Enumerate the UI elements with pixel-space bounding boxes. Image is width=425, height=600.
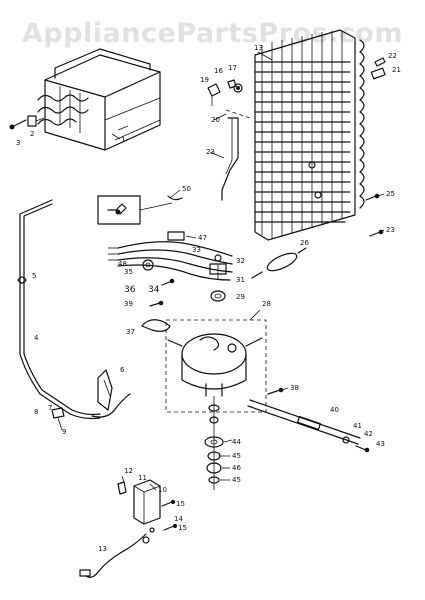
condenser-coil: [254, 29, 365, 241]
terminal-31-32-33: [209, 254, 227, 280]
clip-22: [374, 57, 386, 67]
callout-25: 25: [386, 190, 395, 198]
callout-48: 48: [118, 260, 127, 268]
mounting-bracket-23: [221, 117, 239, 201]
screw-39: [149, 300, 164, 307]
callout-14: 14: [174, 515, 183, 523]
clip-21: [370, 67, 386, 80]
clip-7-8-9: [51, 407, 65, 431]
callout-50: 50: [182, 185, 191, 193]
screw-25-upper: [365, 193, 380, 201]
callout-20: 20: [211, 116, 220, 124]
callout-40: 40: [330, 406, 339, 414]
bracket-6: [97, 369, 113, 411]
callout-36: 36: [124, 285, 136, 295]
callout-15-lower: 15: [178, 524, 187, 532]
callout-13-coil: 13: [254, 44, 263, 52]
overload-relay-10: [133, 479, 161, 525]
leader-lines: [111, 51, 385, 491]
clip-37: [141, 319, 171, 332]
grommet-16-17: [227, 79, 243, 93]
callout-5: 5: [32, 272, 36, 280]
callout-8: 8: [34, 408, 38, 416]
callout-21: 21: [392, 66, 401, 74]
evaporator-box: [37, 48, 161, 151]
callout-13-cord: 13: [98, 545, 107, 553]
screw-34-36: [161, 278, 175, 286]
callout-28: 28: [262, 300, 271, 308]
callout-4: 4: [34, 334, 39, 342]
callout-32: 32: [236, 257, 245, 265]
callout-17: 17: [228, 64, 237, 72]
callout-15-upper: 15: [176, 500, 185, 508]
callout-16: 16: [214, 67, 223, 75]
callout-38: 38: [290, 384, 299, 392]
filter-drier-26: [251, 247, 307, 279]
callout-45-upper: 45: [232, 452, 241, 460]
callout-6: 6: [120, 366, 125, 374]
bracket-2: [27, 115, 45, 127]
callout-31: 31: [236, 276, 245, 284]
watermark-text: AppliancePartsPros.com: [21, 18, 404, 49]
callout-9: 9: [62, 428, 66, 436]
callout-43: 43: [376, 440, 385, 448]
callout-42: 42: [364, 430, 373, 438]
grommet-35: [142, 259, 154, 271]
callout-45-lower: 45: [232, 476, 241, 484]
callout-7: 7: [48, 404, 52, 412]
callout-2: 2: [30, 130, 34, 138]
callout-22: 22: [388, 52, 397, 60]
callout-3: 3: [16, 139, 20, 147]
callout-47: 47: [198, 234, 207, 242]
power-cord-13: [79, 527, 155, 578]
grommet-29: [210, 290, 226, 302]
screw-3: [9, 119, 27, 130]
clamp-19: [207, 83, 221, 106]
callout-labels: 1 2 3 4 5 6 7 8 9 10 11 12 13 13 14 15 1…: [16, 44, 401, 553]
callout-37: 37: [126, 328, 135, 336]
callout-44: 44: [232, 438, 241, 446]
compressor-28: [165, 319, 267, 413]
clip-5: [17, 276, 27, 284]
callout-46: 46: [232, 464, 241, 472]
callout-12: 12: [124, 467, 133, 475]
mounting-grommet-stack: [204, 396, 224, 490]
connector-box-50: [97, 195, 183, 225]
clip-11-12: [117, 475, 127, 495]
tube-4: [19, 199, 131, 420]
callout-35: 35: [124, 268, 133, 276]
callout-33: 33: [192, 246, 201, 254]
callout-1: 1: [121, 136, 125, 144]
callout-39: 39: [124, 300, 133, 308]
callout-10: 10: [158, 486, 167, 494]
screw-15-lower: [163, 523, 178, 531]
callout-34: 34: [148, 285, 160, 295]
callout-29: 29: [236, 293, 245, 301]
callout-23-screw: 23: [386, 226, 395, 234]
screw-15-upper: [161, 499, 176, 507]
callout-11: 11: [138, 474, 147, 482]
wiring-harness-48: [108, 231, 233, 281]
screw-38: [267, 387, 284, 395]
callout-26: 26: [300, 239, 309, 247]
screw-25-lower: [369, 229, 384, 237]
callout-19: 19: [200, 76, 209, 84]
base-rail-38-43: [247, 399, 370, 453]
callout-41: 41: [353, 422, 362, 430]
